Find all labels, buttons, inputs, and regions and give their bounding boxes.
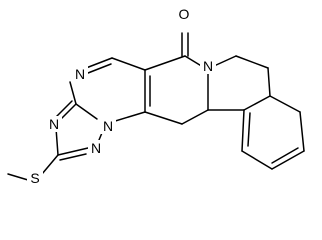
pyrimidine-ring-bonds (69, 57, 146, 123)
atom-nitrogen-pyrimidine: N (72, 66, 88, 82)
quinolizine-ring-bonds (207, 55, 271, 111)
svg-text:N: N (103, 118, 113, 134)
pyridinone-ring-bonds (144, 55, 209, 125)
svg-text:O: O (179, 6, 190, 22)
atom-nitrogen-triazole-left: N (46, 116, 62, 132)
svg-text:N: N (91, 140, 101, 156)
svg-text:N: N (49, 116, 59, 132)
benzene-ring-bonds (241, 95, 305, 170)
molecule-diagram: O N N N N N S (7, 6, 305, 186)
atom-nitrogen-triazole-bottom: N (88, 140, 104, 156)
atom-nitrogen-bridgehead: N (100, 118, 116, 134)
methylthio-bonds (7, 154, 59, 181)
svg-text:S: S (30, 170, 39, 186)
atom-sulfur: S (27, 170, 43, 186)
atom-nitrogen-quinolizine: N (200, 58, 216, 74)
svg-text:N: N (75, 66, 85, 82)
structure-canvas: O N N N N N S (7, 6, 305, 186)
svg-text:N: N (203, 58, 213, 74)
carbonyl-bond (181, 32, 189, 57)
atom-oxygen: O (176, 6, 192, 22)
